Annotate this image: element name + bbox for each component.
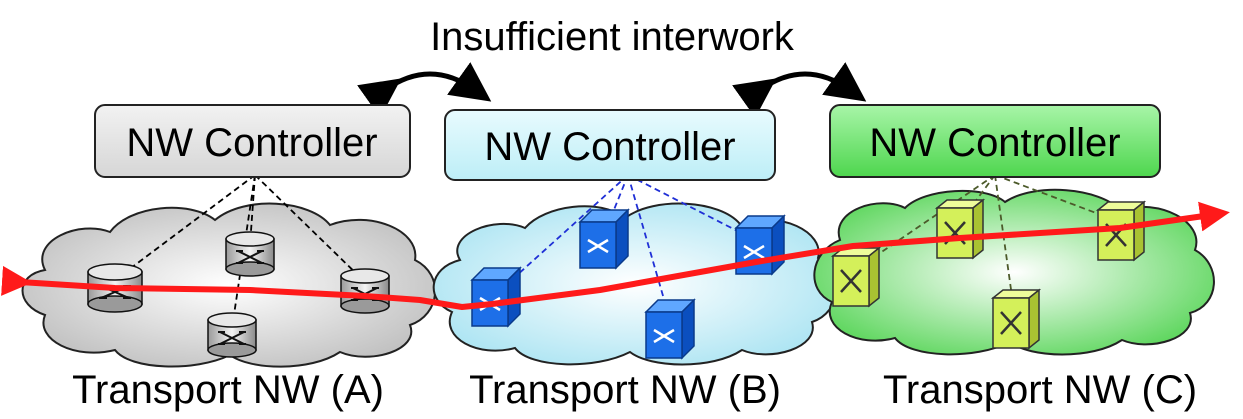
yellow-box-switch-icon[interactable] (830, 246, 882, 308)
blue-cube-switch-icon[interactable] (470, 266, 522, 328)
network-label-a: Transport NW (A) (72, 368, 384, 412)
cylinder-switch-icon[interactable] (225, 231, 275, 277)
cylinder-switch-icon[interactable] (207, 312, 257, 358)
nw-controller-c-label: NW Controller (869, 121, 1120, 165)
nw-controller-a-label: NW Controller (126, 121, 377, 165)
blue-cube-switch-icon[interactable] (578, 208, 630, 270)
nw-controller-a[interactable]: NW Controller (94, 104, 411, 178)
network-label-c: Transport NW (C) (883, 368, 1197, 412)
nw-controller-b[interactable]: NW Controller (444, 109, 776, 181)
yellow-box-switch-icon[interactable] (990, 288, 1042, 350)
cylinder-switch-icon[interactable] (340, 268, 390, 314)
nw-controller-c[interactable]: NW Controller (829, 104, 1161, 178)
nw-controller-b-label: NW Controller (484, 125, 735, 169)
interwork-arrow-right (732, 62, 867, 118)
network-label-b: Transport NW (B) (469, 368, 781, 412)
interwork-arrow-left (357, 62, 492, 118)
yellow-box-switch-icon[interactable] (934, 198, 986, 260)
end-to-end-path (1, 201, 1230, 310)
blue-cube-switch-icon[interactable] (644, 298, 696, 360)
diagram-title: Insufficient interwork (430, 15, 795, 59)
